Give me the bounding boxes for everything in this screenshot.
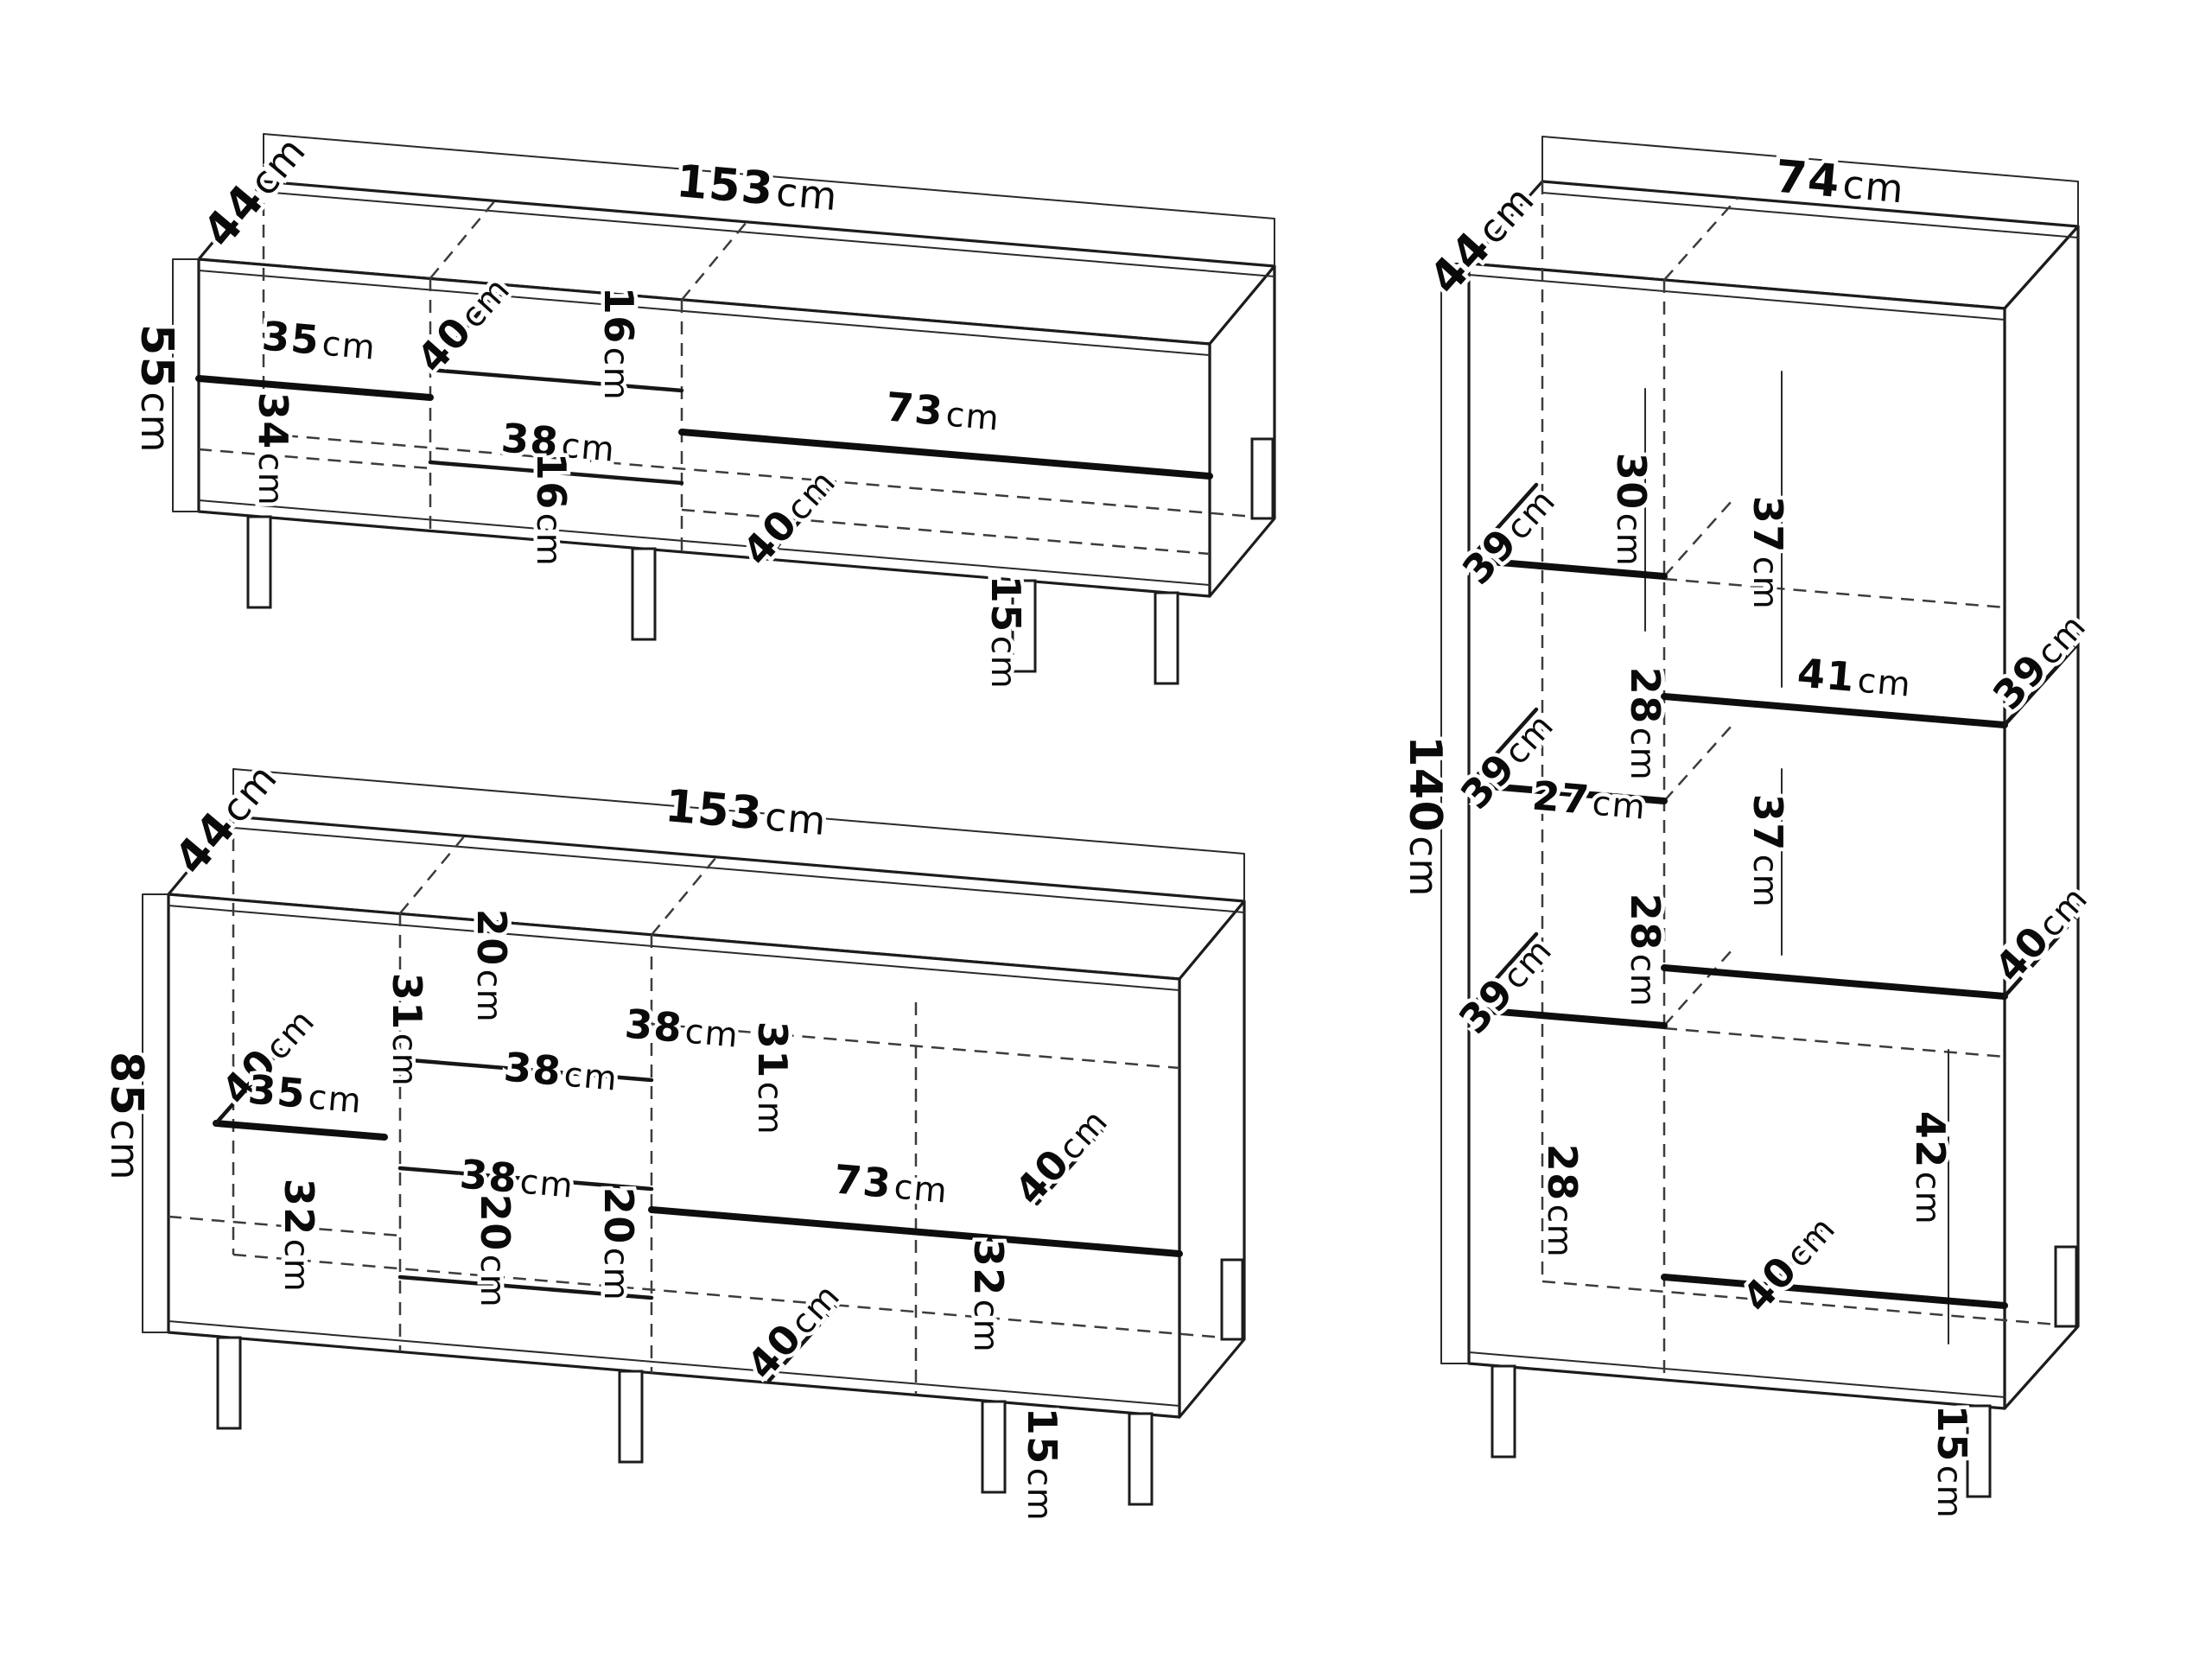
left-column-shelf-edges: [1465, 556, 1668, 1029]
dimension-label-16cm: 16cm: [528, 453, 575, 567]
dimension-label-73cm: 73cm: [884, 383, 1002, 439]
back-panel-inner-edge: [232, 827, 1245, 913]
hidden-divider-depth-edges: [399, 835, 717, 936]
unit-tall-cabinet-line-art: [1440, 136, 2080, 1498]
middle-shelf-front-edges: [397, 1057, 654, 1300]
bottom-panel-thickness-line: [1468, 1351, 2005, 1398]
width-dimension-line: [1541, 136, 2079, 227]
left-column-shelf-depth-edges: [1466, 482, 1539, 1012]
right-column-shelf-edges: [1661, 693, 2008, 1309]
hidden-shelf-depth-edges: [1663, 500, 1732, 1027]
dimension-label-34cm: 34cm: [250, 392, 296, 506]
dimension-label-20cm: 20cm: [468, 909, 515, 1023]
hidden-dividers: [398, 913, 653, 1373]
dimension-label-20cm: 20cm: [595, 1187, 642, 1301]
dimension-label-28cm: 28cm: [1622, 667, 1669, 781]
right-side-face: [2003, 225, 2080, 1410]
dimension-label-38cm: 38cm: [458, 1150, 576, 1206]
legs: [216, 1258, 1244, 1506]
leg: [1966, 1404, 1992, 1498]
dimension-label-15cm: 15cm: [1019, 1408, 1065, 1522]
dimension-label-27cm: 27cm: [1530, 772, 1649, 828]
unit-tv-stand-line-art: [172, 133, 1276, 685]
hidden-divider-depth-edges: [429, 200, 747, 301]
top-panel-thickness-line: [1468, 274, 2005, 321]
dimension-label-31cm: 31cm: [749, 1021, 796, 1135]
hidden-divider: [1662, 197, 1738, 1380]
dimension-label-32cm: 32cm: [965, 1239, 1012, 1353]
back-leg: [1220, 1258, 1244, 1341]
bottom-panel-thickness-line: [198, 499, 1211, 586]
interior-dimension-lines: [1644, 371, 1949, 1344]
leg: [246, 515, 272, 609]
front-face: [167, 893, 1181, 1419]
leg: [981, 1400, 1007, 1494]
hidden-back-edges: [262, 181, 1275, 520]
dimension-label-35cm: 35cm: [246, 1065, 365, 1122]
leg: [1011, 579, 1037, 673]
dimension-label-35cm: 35cm: [260, 312, 378, 368]
right-shelf-front-edge: [648, 1206, 1183, 1257]
right-shelf-front-edge: [678, 429, 1213, 480]
dimension-label-55cm: 55cm: [130, 324, 182, 454]
right-column-shelf-depth-edges: [1751, 644, 2078, 1307]
leg: [1491, 1364, 1516, 1459]
dimension-label-153cm: 153cm: [663, 780, 829, 846]
dimension-label-28cm: 28cm: [1539, 1144, 1586, 1258]
dimension-label-30cm: 30cm: [1608, 453, 1655, 567]
dimension-label-140cm: 140cm: [1399, 735, 1451, 898]
back-leg: [2054, 1245, 2078, 1328]
leg: [631, 547, 657, 641]
height-dimension-bracket: [1440, 263, 1470, 1364]
dimension-label-15cm: 15cm: [1929, 1405, 1975, 1519]
middle-shelf-front-edges: [428, 367, 684, 486]
hidden-shelf-lines: [198, 448, 1211, 556]
dimension-label-28cm: 28cm: [1622, 893, 1669, 1007]
dimension-label-85cm: 85cm: [100, 1052, 152, 1181]
left-shelf-front-edge: [195, 375, 434, 401]
dimension-label-38cm: 38cm: [502, 1043, 620, 1099]
width-dimension-line: [263, 133, 1275, 267]
dimension-label-37cm: 37cm: [1745, 496, 1791, 610]
back-panel-inner-edge: [1541, 192, 2079, 238]
left-shelf-front-edge: [213, 1120, 388, 1141]
dimension-label-16cm: 16cm: [595, 287, 642, 401]
top-panel-thickness-line: [168, 905, 1180, 991]
front-face: [1467, 262, 2006, 1410]
shelf-depth-edges: [428, 291, 837, 560]
dimension-label-20cm: 20cm: [472, 1194, 518, 1308]
unit-sideboard-line-art: [142, 768, 1246, 1506]
dimension-label-38cm: 38cm: [499, 414, 618, 470]
dimension-label-37cm: 37cm: [1745, 794, 1791, 908]
leg: [216, 1336, 242, 1430]
legs: [1491, 1245, 2078, 1498]
leg: [618, 1370, 644, 1464]
dimension-label-41cm: 41cm: [1796, 649, 1914, 705]
dimension-label-42cm: 42cm: [1907, 1111, 1954, 1225]
hidden-back-edges: [1541, 181, 2079, 1328]
width-dimension-line: [232, 768, 1245, 902]
dimension-label-38cm: 38cm: [623, 1000, 741, 1056]
bottom-panel-thickness-line: [168, 1320, 1180, 1407]
back-panel-inner-edge: [263, 191, 1275, 277]
dimension-label-32cm: 32cm: [276, 1179, 322, 1293]
leg: [1154, 591, 1179, 685]
dimension-label-73cm: 73cm: [832, 1155, 950, 1211]
back-leg: [1250, 437, 1274, 520]
height-dimension-bracket: [172, 258, 200, 512]
dimension-label-31cm: 31cm: [384, 973, 430, 1087]
legs: [246, 437, 1274, 685]
dimension-label-74cm: 74cm: [1773, 151, 1907, 214]
leg: [1128, 1412, 1154, 1506]
dimension-label-153cm: 153cm: [674, 156, 840, 221]
hidden-back-edges: [232, 817, 1245, 1341]
dimension-label-15cm: 15cm: [982, 575, 1029, 690]
top-panel-thickness-line: [198, 270, 1211, 356]
shelf-depth-edges: [213, 1047, 1107, 1383]
height-dimension-bracket: [142, 893, 169, 1333]
